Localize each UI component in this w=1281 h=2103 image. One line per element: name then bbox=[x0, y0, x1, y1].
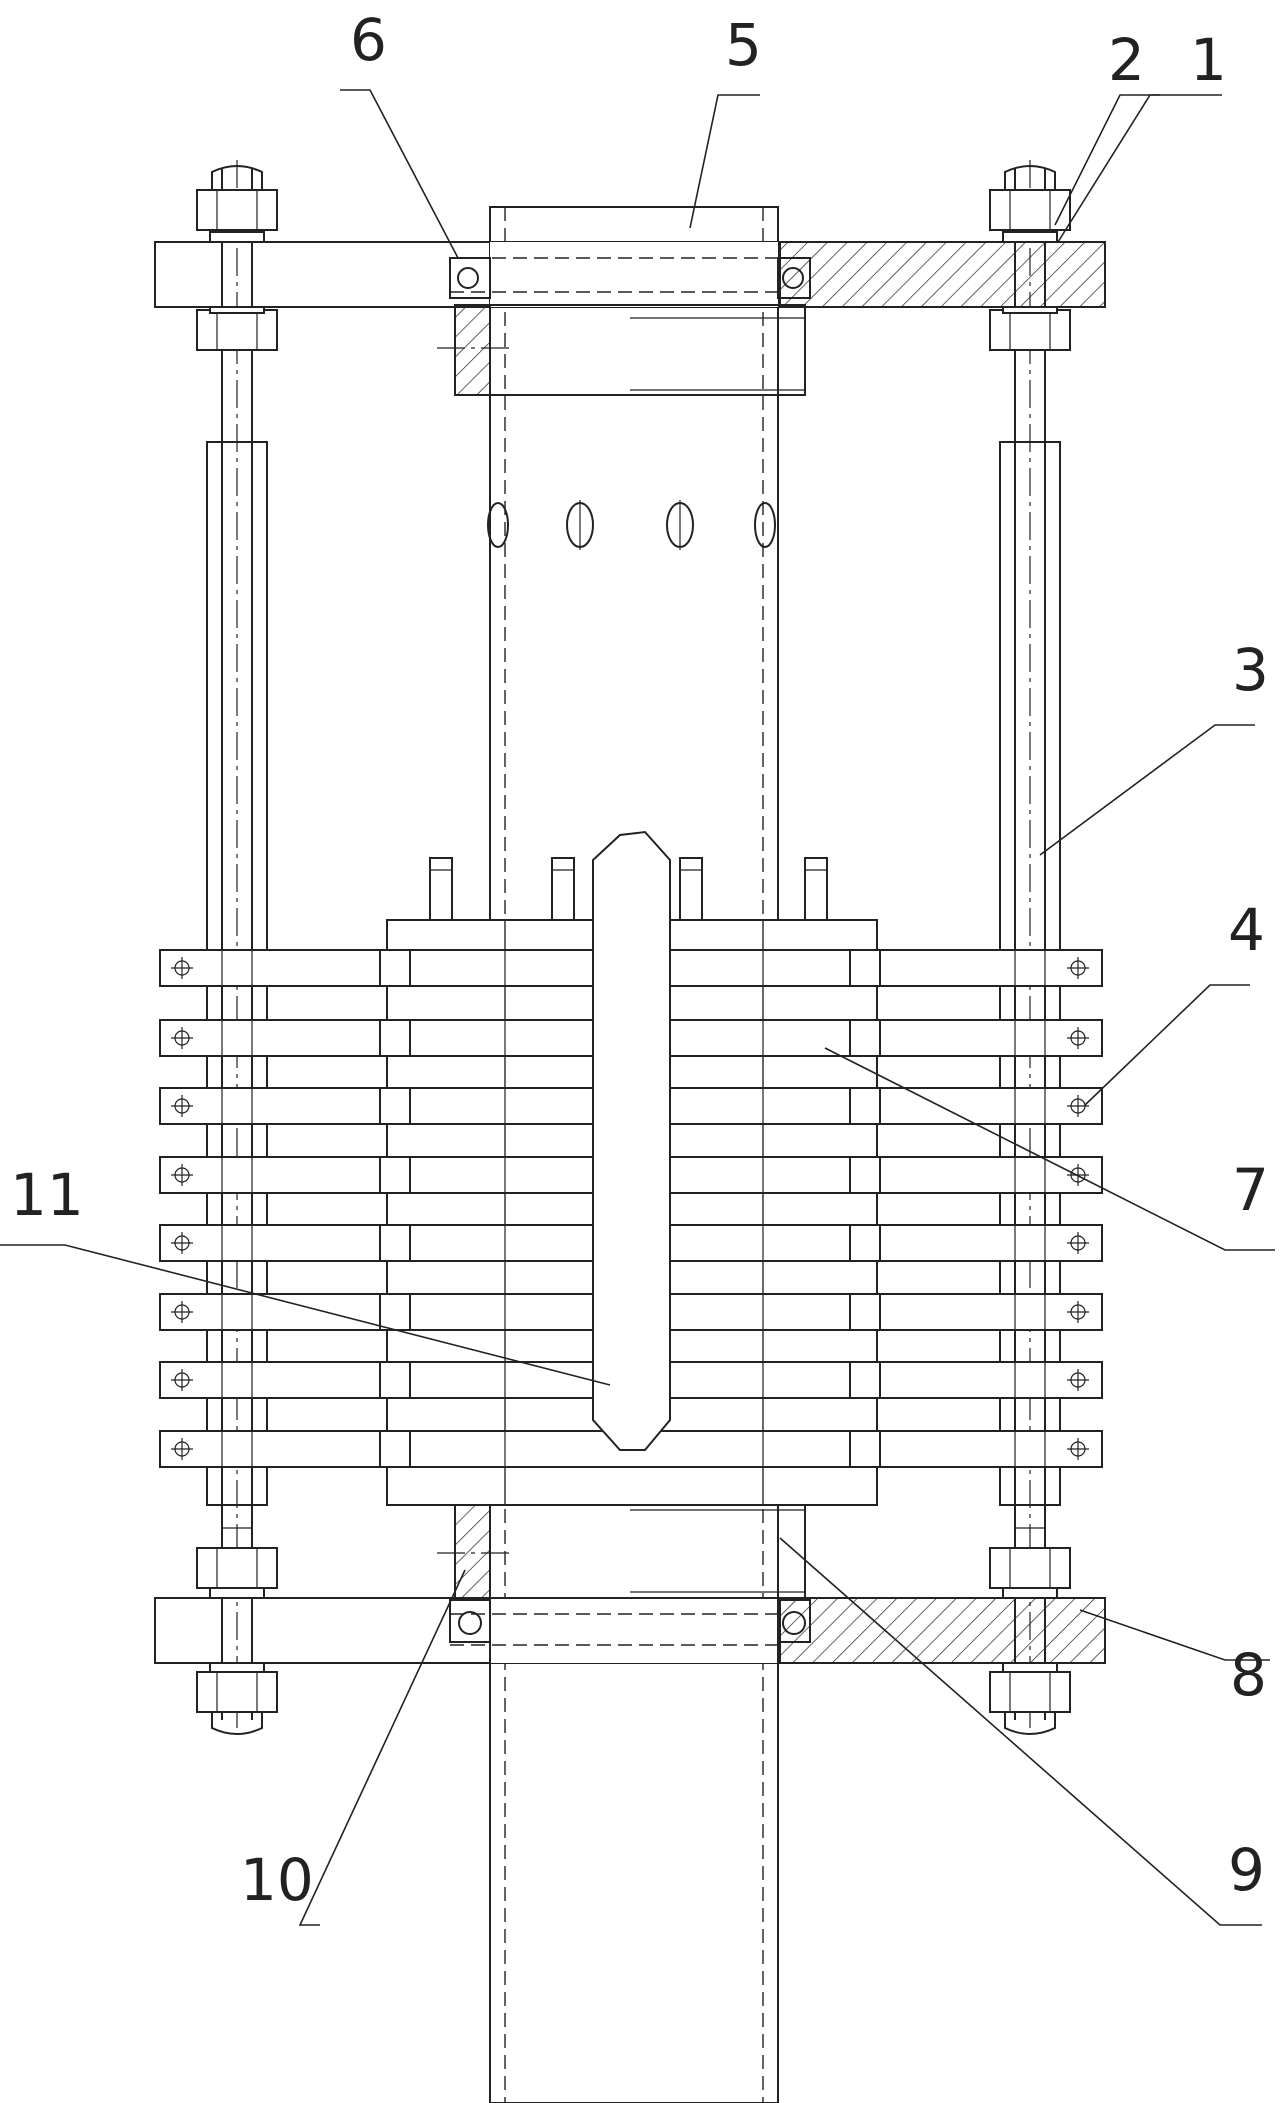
top-bearing bbox=[449, 257, 811, 299]
plate-clamp bbox=[849, 1224, 881, 1262]
plate-clamp bbox=[849, 1293, 881, 1331]
label-1: 1 bbox=[1190, 26, 1227, 94]
plate-clamp bbox=[379, 1087, 411, 1125]
label-6: 6 bbox=[350, 6, 387, 74]
plate-clamp bbox=[849, 1361, 881, 1399]
plate-clamp bbox=[379, 1224, 411, 1262]
bottom-bearing bbox=[449, 1599, 811, 1643]
label-3: 3 bbox=[1232, 636, 1269, 704]
plate-clamp bbox=[849, 1430, 881, 1468]
plate-clamp bbox=[849, 949, 881, 987]
plate-clamp bbox=[849, 1019, 881, 1057]
label-2: 2 bbox=[1108, 26, 1145, 94]
bottom-collar bbox=[437, 1504, 806, 1599]
plate-clamp bbox=[379, 1361, 411, 1399]
plate-clamp bbox=[379, 1156, 411, 1194]
top-collar bbox=[437, 304, 806, 396]
bottom-plate bbox=[154, 1597, 1106, 1664]
label-8: 8 bbox=[1230, 1641, 1267, 1709]
plate-clamp bbox=[849, 1156, 881, 1194]
label-4: 4 bbox=[1228, 896, 1265, 964]
plate-clamp bbox=[379, 949, 411, 987]
central-slot bbox=[592, 830, 671, 1451]
nuts bbox=[196, 165, 1071, 1735]
label-7: 7 bbox=[1232, 1156, 1269, 1224]
label-11: 11 bbox=[10, 1161, 84, 1229]
callout-labels: 1 2 3 4 5 6 7 8 9 10 11 bbox=[10, 6, 1269, 1914]
leader-lines bbox=[0, 89, 1275, 1926]
plate-clamp bbox=[849, 1087, 881, 1125]
right-tie-rod bbox=[999, 160, 1061, 1730]
left-tie-rod bbox=[206, 160, 268, 1730]
label-10: 10 bbox=[240, 1846, 314, 1914]
plate-clamp bbox=[379, 1019, 411, 1057]
top-plate bbox=[154, 241, 1106, 308]
label-9: 9 bbox=[1228, 1836, 1265, 1904]
plate-clamp bbox=[379, 1293, 411, 1331]
plate-clamp bbox=[379, 1430, 411, 1468]
label-5: 5 bbox=[725, 11, 762, 79]
